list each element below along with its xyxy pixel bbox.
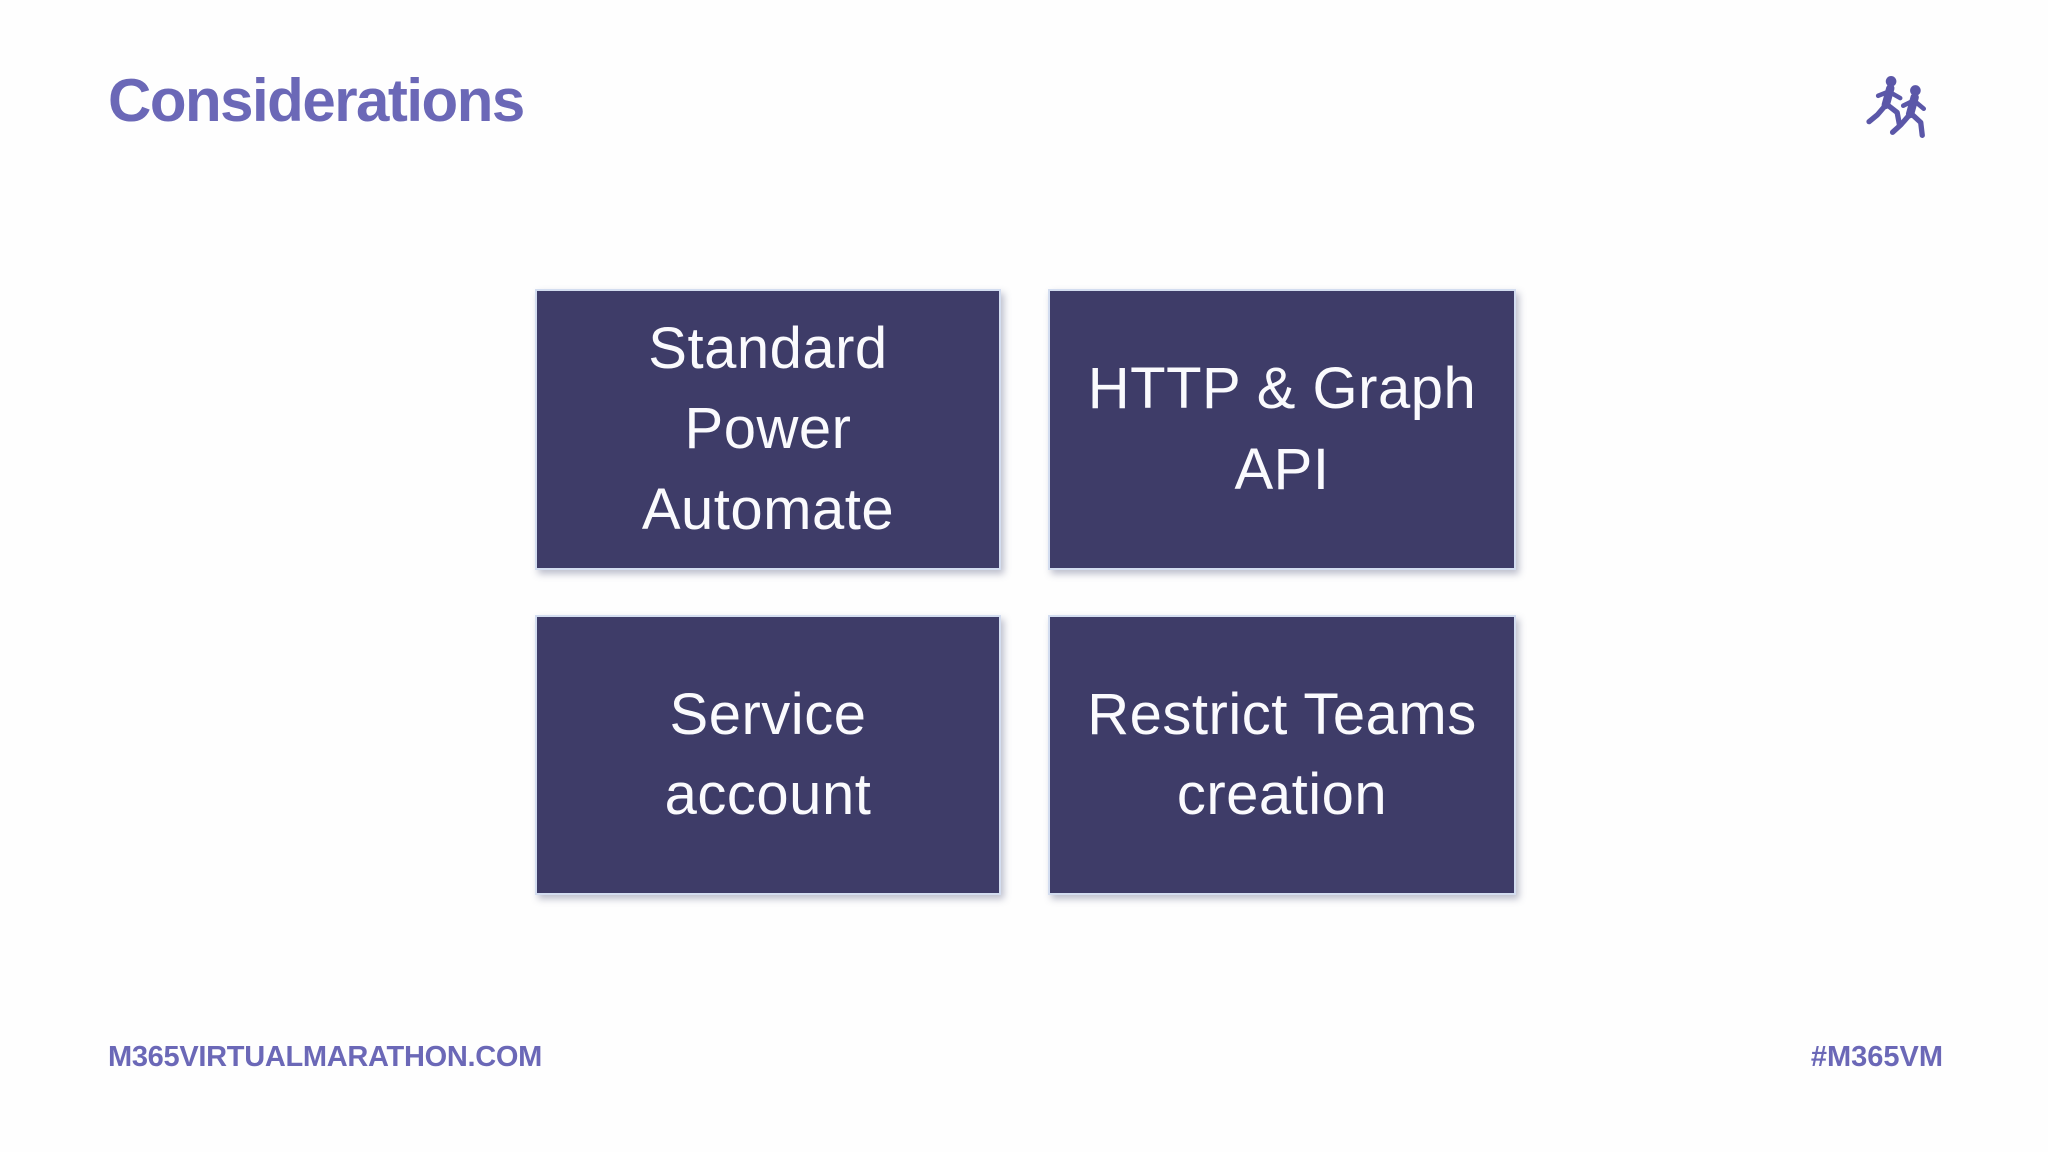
box-label: Service account — [664, 681, 872, 827]
two-runners-icon — [1866, 70, 1942, 152]
consideration-box-standard-power-automate: Standard Power Automate — [535, 289, 1001, 570]
consideration-box-http-graph-api: HTTP & Graph API — [1048, 289, 1516, 570]
footer-site-url: M365VIRTUALMARATHON.COM — [108, 1041, 543, 1073]
consideration-box-service-account: Service account — [535, 615, 1001, 895]
considerations-grid: Standard Power Automate HTTP & Graph API… — [535, 289, 1516, 895]
box-label: HTTP & Graph API — [1087, 356, 1477, 502]
box-label: Restrict Teams creation — [1087, 681, 1477, 827]
consideration-box-restrict-teams-creation: Restrict Teams creation — [1048, 615, 1516, 895]
footer-hashtag: #M365VM — [1810, 1041, 1943, 1073]
slide-title: Considerations — [108, 67, 525, 134]
box-label: Standard Power Automate — [641, 316, 895, 542]
